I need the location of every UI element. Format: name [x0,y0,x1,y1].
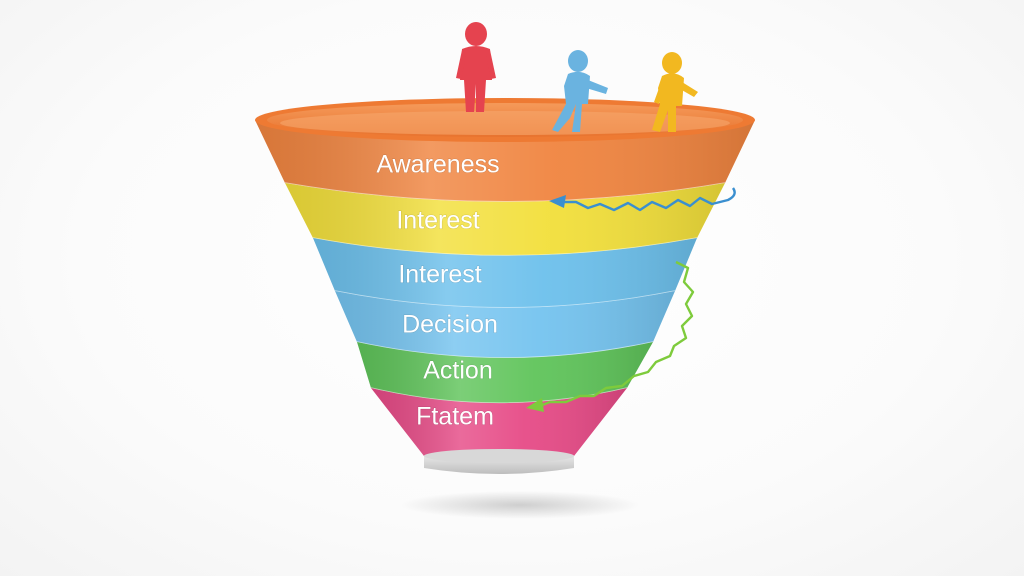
green-feedback-arrow [526,260,695,412]
funnel-segment-shading-6 [371,388,627,469]
stage-label-2: Interest [396,207,479,235]
stage-label-3: Interest [398,261,481,289]
funnel-segment-shading-2 [285,183,725,256]
stage-label-4: Decision [402,311,498,339]
funnel-segment-shading-4 [335,291,675,358]
funnel-segments [255,120,755,470]
stage-label-5: Action [423,357,492,385]
funnel-base [424,449,574,474]
red-person-figure [456,22,496,112]
funnel-segment-shading-5 [357,342,653,404]
funnel-rim [255,98,755,142]
funnel-segment-shading-3 [313,238,697,308]
blue-feedback-arrow [549,187,736,212]
blue-person-figure [552,50,608,132]
floor-shadow [400,491,640,519]
stage-label-1: Awareness [376,151,499,179]
yellow-person-figure [652,52,698,132]
funnel-segment-shading-1 [255,120,755,202]
stage-labels: AwarenessInterestInterestDecisionActionF… [376,150,500,431]
funnel-segment-divider-3 [334,290,676,309]
stage-label-6: Ftatem [416,403,494,431]
